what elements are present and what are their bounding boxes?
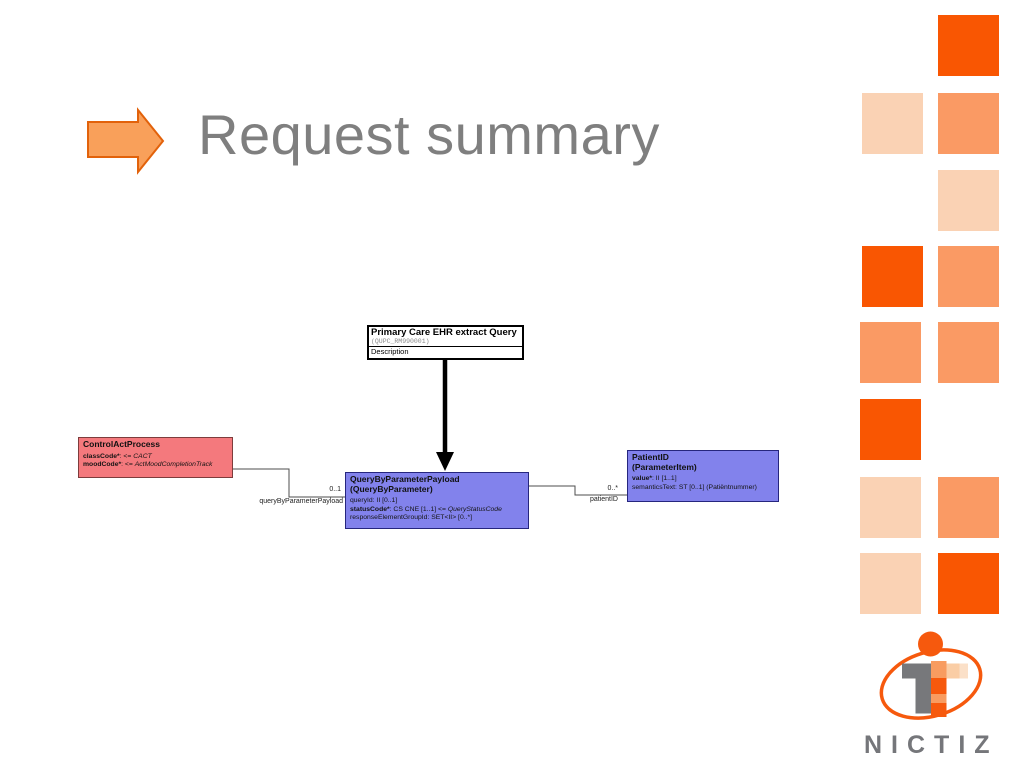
deco-square xyxy=(938,170,999,231)
title-arrow-icon xyxy=(87,107,165,175)
association-label-right: patientID xyxy=(589,496,618,503)
arrow-down-head xyxy=(436,452,454,471)
attribute-row: statusCode*: CS CNE [1..1] <= QueryStatu… xyxy=(350,505,502,513)
deco-square xyxy=(938,477,999,538)
association-label-left: queryByParameterPayload xyxy=(259,498,343,505)
query-box-artifact-id: (QUPC_RM990001) xyxy=(371,338,430,345)
class-subtitle: (ParameterItem) xyxy=(632,461,697,472)
deco-square xyxy=(862,93,923,154)
logo-t-gray-bar xyxy=(915,663,931,714)
deco-square xyxy=(860,553,921,614)
deco-square xyxy=(938,15,999,76)
class-title: ControlActProcess xyxy=(83,439,160,449)
attribute-row: responseElementGroupId: SET<II> [0..*] xyxy=(350,514,473,522)
attribute-list: classCode*: <= CACT moodCode*: <= ActMoo… xyxy=(83,453,228,470)
attribute-row: classCode*: <= CACT xyxy=(83,452,152,460)
deco-square xyxy=(938,246,999,307)
attribute-row: moodCode*: <= ActMoodCompletionTrack xyxy=(83,461,213,469)
class-title: PatientID xyxy=(632,452,669,462)
deco-square xyxy=(862,246,923,307)
controlactprocess-class-box: ControlActProcess classCode*: <= CACT mo… xyxy=(78,437,233,478)
attribute-row: semanticsText: ST [0..1] (Patiëntnummer) xyxy=(632,483,757,491)
query-entrypoint-box: Primary Care EHR extract Query (QUPC_RM9… xyxy=(367,325,524,360)
cardinality-label-left: 0..1 xyxy=(329,486,341,493)
deco-square xyxy=(938,553,999,614)
class-subtitle: (QueryByParameter) xyxy=(350,483,433,494)
deco-square xyxy=(938,322,999,383)
logo-t-light-arm xyxy=(946,663,960,679)
page-title: Request summary xyxy=(198,103,660,166)
deco-square xyxy=(860,477,921,538)
attribute-row: queryId: II [0..1] xyxy=(350,497,398,504)
querybyparameterpayload-class-box: QueryByParameterPayload (QueryByParamete… xyxy=(345,472,529,529)
cardinality-label-right: 0..* xyxy=(607,485,618,492)
query-box-title: Primary Care EHR extract Query xyxy=(371,327,517,338)
logo-head-circle xyxy=(918,631,943,657)
deco-square xyxy=(860,399,921,460)
class-title: QueryByParameterPayload xyxy=(350,474,460,484)
deco-square xyxy=(860,322,921,383)
patientid-class-box: PatientID (ParameterItem) value*: II [1.… xyxy=(627,450,779,502)
nictiz-wordmark: NICTIZ xyxy=(864,731,999,759)
nictiz-logo xyxy=(879,631,983,720)
attribute-list: value*: II [1..1] semanticsText: ST [0..… xyxy=(632,475,774,492)
attribute-row: value*: II [1..1] xyxy=(632,475,677,482)
query-box-description: Description xyxy=(369,346,522,356)
attribute-list: queryId: II [0..1] statusCode*: CS CNE [… xyxy=(350,497,524,523)
deco-square xyxy=(938,93,999,154)
